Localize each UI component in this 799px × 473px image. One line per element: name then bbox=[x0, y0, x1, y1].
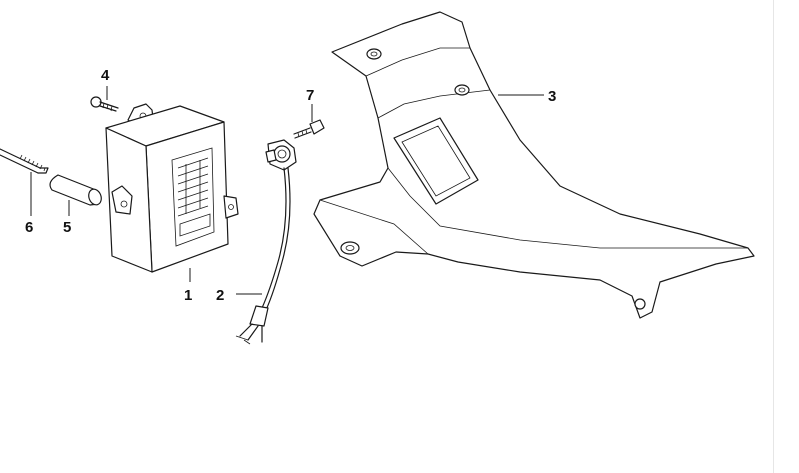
part-7-screw bbox=[293, 119, 325, 139]
callout-part-2: 2 bbox=[216, 287, 224, 304]
part-2-sensor-cable bbox=[235, 139, 297, 345]
part-3-trim-panel bbox=[313, 11, 755, 319]
part-6-threaded-rod bbox=[0, 148, 49, 174]
leader-lines bbox=[30, 86, 544, 295]
part-4-screw bbox=[90, 96, 119, 112]
right-edge-divider bbox=[773, 0, 774, 473]
callout-part-6: 6 bbox=[25, 219, 33, 236]
callout-part-3: 3 bbox=[548, 88, 556, 105]
callout-part-4: 4 bbox=[101, 67, 110, 84]
part-1-control-module bbox=[105, 103, 239, 273]
callout-part-7: 7 bbox=[306, 87, 314, 104]
callout-part-1: 1 bbox=[184, 287, 192, 304]
callouts: 1 2 3 4 5 6 7 bbox=[25, 67, 556, 304]
callout-part-5: 5 bbox=[63, 219, 71, 236]
part-5-sleeve bbox=[49, 174, 102, 206]
